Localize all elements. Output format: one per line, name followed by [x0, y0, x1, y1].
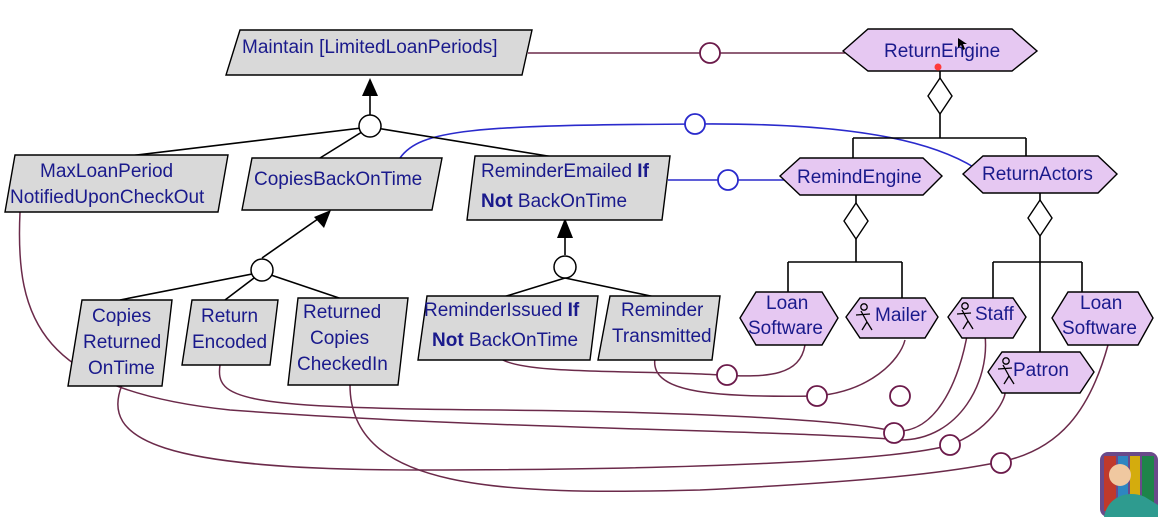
goal-copiesback-label: CopiesBackOnTime	[254, 169, 422, 190]
agent-patron[interactable]: Patron	[987, 351, 1095, 394]
goal-returnedcopies-label-1: Returned	[303, 302, 381, 323]
goal-reminderissued-label-2: Not BackOnTime	[432, 330, 578, 351]
responsibility-node-4[interactable]	[883, 422, 905, 444]
goal-maxloanperiod[interactable]: MaxLoanPeriod NotifiedUponCheckOut	[4, 154, 229, 213]
link-remindertransmitted-to-mailer[interactable]	[653, 339, 906, 398]
agent-patron-label: Patron	[1013, 360, 1069, 381]
goal-copiesreturned-label-2: Returned	[83, 332, 161, 353]
assignment-links	[399, 42, 976, 191]
agent-staff[interactable]: Staff	[947, 297, 1027, 339]
goal-reminderemailed-label-2: Not BackOnTime	[481, 191, 627, 212]
link-returnedcopies-to-loansoftware-b[interactable]	[349, 344, 1109, 493]
goal-returnedcopies-label-3: CheckedIn	[297, 354, 388, 375]
goal-root[interactable]: Maintain [LimitedLoanPeriods]	[225, 29, 533, 76]
assignment-node-copiesback[interactable]	[684, 113, 706, 135]
goal-maxloan-label-1: MaxLoanPeriod	[40, 161, 173, 182]
goal-remindertransmitted-label-2: Transmitted	[612, 326, 712, 347]
goal-reminderemailed[interactable]: ReminderEmailed If Not BackOnTime	[466, 155, 671, 221]
goal-maxloan-label-2: NotifiedUponCheckOut	[10, 187, 205, 208]
refinement-arrow-root	[362, 78, 378, 96]
patron-person-icon	[997, 357, 1015, 385]
goal-reminderissued[interactable]: ReminderIssued If Not BackOnTime	[417, 295, 599, 361]
agent-returnactors-label: ReturnActors	[982, 164, 1093, 185]
agent-remindengine[interactable]: RemindEngine	[778, 157, 944, 196]
agent-mailer-label: Mailer	[875, 305, 927, 326]
refinement-node-copiesback[interactable]	[250, 258, 274, 282]
agent-loansoftware-a[interactable]: Loan Software	[739, 291, 839, 346]
goal-copiesreturned-label-3: OnTime	[88, 358, 155, 379]
agent-returnactors[interactable]: ReturnActors	[961, 155, 1119, 194]
link-maxloan-to-staff[interactable]	[18, 211, 987, 441]
agent-returnengine[interactable]: ReturnEngine	[841, 28, 1039, 72]
link-reminderissued-to-loansoftware-a[interactable]	[499, 344, 806, 377]
decomposition-diamond-remindengine[interactable]	[843, 201, 869, 241]
goal-reminderissued-label-1: ReminderIssued If	[424, 300, 580, 321]
refinement-arrow-copiesback	[314, 210, 331, 228]
goal-returnencoded[interactable]: Return Encoded	[181, 299, 279, 366]
responsibility-node-2[interactable]	[806, 385, 828, 407]
assignment-node-root[interactable]	[699, 42, 721, 64]
goal-remindertransmitted[interactable]: Reminder Transmitted	[597, 295, 721, 361]
agent-decompositions	[787, 69, 1083, 352]
goal-copiesbackontime[interactable]: CopiesBackOnTime	[241, 157, 443, 211]
agent-mailer[interactable]: Mailer	[845, 297, 939, 339]
mouse-pointer-icon	[958, 38, 967, 50]
goal-copiesreturnedontime[interactable]: Copies Returned OnTime	[67, 299, 173, 387]
responsibility-node-1[interactable]	[716, 364, 738, 386]
responsibility-node-3[interactable]	[889, 385, 911, 407]
responsibility-node-6[interactable]	[990, 452, 1012, 474]
presenter-thumbnail	[1100, 452, 1158, 517]
refinement-arrow-reminder	[557, 218, 573, 238]
goal-refinements	[119, 78, 661, 301]
goal-returnencoded-label-1: Return	[201, 306, 258, 327]
agent-loansoftware-b[interactable]: Loan Software	[1051, 291, 1154, 346]
agent-loansoftware-b-label-2: Software	[1062, 318, 1137, 339]
decomposition-diamond-returnengine[interactable]	[927, 76, 953, 116]
responsibility-node-5[interactable]	[939, 434, 961, 456]
agent-loansoftware-a-label-2: Software	[748, 318, 823, 339]
agent-loansoftware-a-label-1: Loan	[766, 293, 808, 314]
refinement-node-root[interactable]	[358, 114, 382, 138]
link-returnencoded-to-loansoftware[interactable]	[218, 329, 969, 432]
goal-remindertransmitted-label-1: Reminder	[621, 300, 704, 321]
agent-remindengine-label: RemindEngine	[797, 167, 922, 188]
goal-reminderemailed-label-1: ReminderEmailed If	[481, 161, 650, 182]
agent-staff-label: Staff	[975, 304, 1014, 325]
goal-returnencoded-label-2: Encoded	[192, 332, 267, 353]
responsibility-links	[18, 211, 1109, 493]
agent-returnengine-label: ReturnEngine	[884, 41, 1000, 62]
goal-copiesreturned-label-1: Copies	[92, 306, 151, 327]
decomposition-diamond-returnactors[interactable]	[1027, 198, 1053, 238]
cursor-dot	[934, 63, 942, 71]
refinement-node-reminder[interactable]	[553, 255, 577, 279]
link-copiesreturned-to-patron[interactable]	[117, 384, 1006, 471]
goal-returnedcopiescheckedin[interactable]: Returned Copies CheckedIn	[287, 297, 409, 386]
goal-returnedcopies-label-2: Copies	[310, 328, 369, 349]
mailer-person-icon	[855, 303, 873, 331]
staff-person-icon	[956, 302, 974, 330]
assignment-node-reminder[interactable]	[717, 169, 739, 191]
goal-root-label: Maintain [LimitedLoanPeriods]	[242, 37, 498, 58]
agent-loansoftware-b-label-1: Loan	[1080, 293, 1122, 314]
